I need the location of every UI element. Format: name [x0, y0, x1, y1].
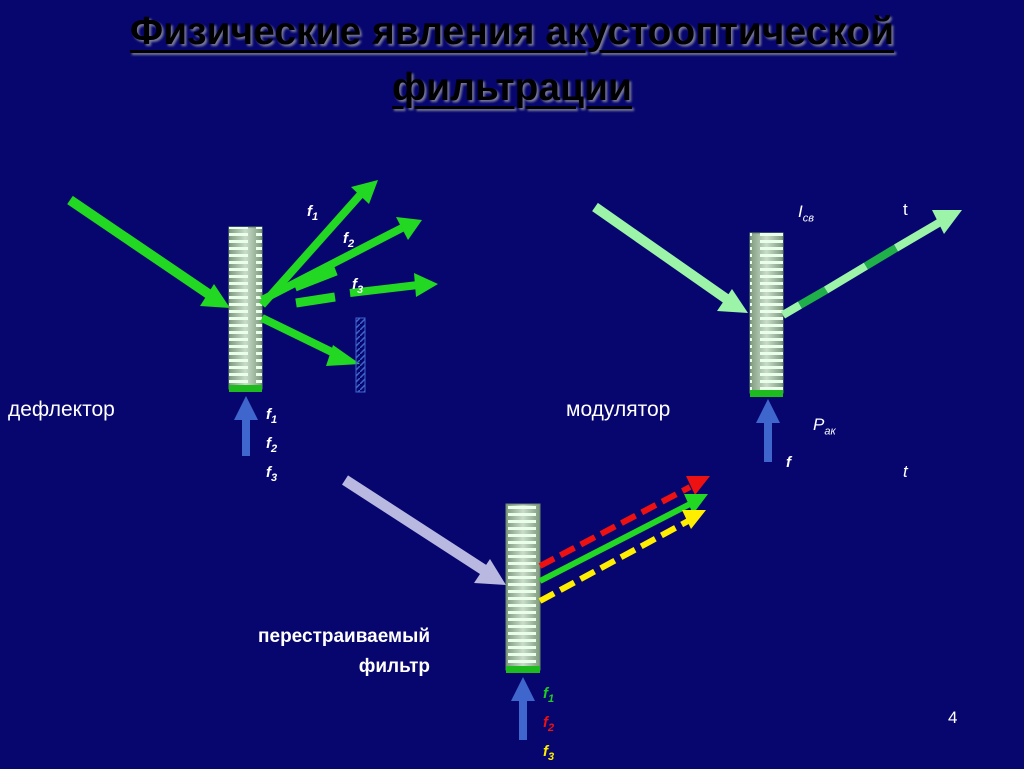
- deflector-label: дефлектор: [8, 398, 115, 421]
- filter-input-f2: f2: [543, 714, 555, 734]
- filter-label: перестраиваемый фильтр: [150, 622, 430, 682]
- modulated-beam-seg4: [863, 244, 899, 270]
- modulator-freq-label: f: [786, 454, 791, 471]
- modulated-beam-arrowhead: [932, 210, 962, 234]
- deflector-input-f3: f3: [266, 464, 278, 484]
- slide-title-line2: фильтрации: [392, 66, 632, 109]
- filter-output-yellow-arrowhead: [682, 510, 706, 529]
- beam-f1-arrowhead: [351, 180, 378, 204]
- beam-f3-arrowhead: [414, 273, 438, 297]
- filter-input-f1: f1: [543, 685, 555, 705]
- modulator-group: [592, 202, 962, 462]
- beam-f3-label: f3: [352, 276, 364, 296]
- intensity-label: Iсв: [798, 202, 814, 225]
- beam-absorber: [355, 317, 366, 393]
- filter-output-red: [538, 484, 692, 569]
- beam-zero-order-arrowhead: [326, 345, 360, 366]
- filter-crystal: [505, 503, 541, 673]
- filter-incident-beam: [342, 475, 490, 577]
- modulator-acoustic-arrowhead: [756, 399, 780, 423]
- beam-f2-arrowhead: [396, 217, 422, 240]
- beam-zero-order: [260, 314, 342, 360]
- slide-title-line1: Физические явления акустооптической: [129, 10, 895, 53]
- deflector-acoustic-arrowhead: [234, 396, 258, 420]
- filter-label-line2: фильтр: [358, 656, 430, 677]
- time-label-top: t: [903, 200, 908, 219]
- filter-input-freqs: f1 f2 f3: [543, 682, 554, 769]
- modulated-beam-seg2: [798, 286, 828, 309]
- time-label-bottom: t: [903, 462, 908, 481]
- deflector-incident-arrowhead: [200, 284, 230, 308]
- beam-f3: [349, 281, 419, 297]
- filter-output-green-arrowhead: [684, 494, 708, 514]
- filter-output-red-arrowhead: [686, 476, 710, 495]
- modulated-beam-seg5: [893, 217, 945, 252]
- modulator-incident-beam: [592, 202, 731, 305]
- deflector-input-freqs: f1 f2 f3: [266, 403, 277, 490]
- filter-group: [342, 475, 710, 740]
- beam-f3-segment-2: [295, 292, 336, 308]
- deflector-crystal: [228, 226, 263, 392]
- modulator-label: модулятор: [566, 398, 671, 421]
- filter-output-green: [538, 501, 692, 584]
- deflector-incident-beam: [67, 195, 213, 300]
- beam-f1-label: f1: [307, 203, 319, 223]
- beam-f2: [260, 224, 404, 304]
- modulator-crystal: [749, 232, 784, 397]
- filter-label-line1: перестраиваемый: [258, 626, 430, 647]
- acoustic-power-label: Pак: [813, 415, 836, 438]
- modulated-beam-seg1: [780, 301, 803, 319]
- beam-f3-segment: [293, 266, 338, 292]
- beam-f1: [259, 192, 363, 308]
- deflector-input-f2: f2: [266, 435, 278, 455]
- slide-title: Физические явления акустооптической филь…: [0, 4, 1024, 116]
- page-number: 4: [948, 708, 958, 727]
- deflector-group: [67, 180, 438, 456]
- modulated-beam-seg3: [823, 262, 869, 294]
- filter-output-yellow: [538, 517, 692, 604]
- filter-incident-arrowhead: [474, 559, 506, 585]
- beam-f2-label: f2: [343, 230, 355, 250]
- filter-acoustic-arrowhead: [511, 677, 535, 701]
- deflector-input-f1: f1: [266, 406, 278, 426]
- filter-input-f3: f3: [543, 743, 555, 763]
- modulator-incident-arrowhead: [717, 289, 748, 313]
